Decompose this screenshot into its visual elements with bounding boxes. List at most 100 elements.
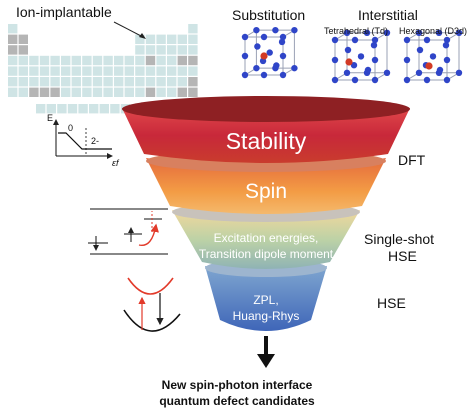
funnel-rim-stability [122,96,410,122]
crystal-atom [241,33,249,41]
periodic-cell [71,87,81,97]
periodic-cell [167,66,177,76]
periodic-cell [8,34,18,44]
periodic-cell [71,66,81,76]
crystal-atom [272,26,279,34]
periodic-cell [188,55,198,66]
crystal-atom [371,36,379,44]
periodic-cell [114,77,124,87]
periodic-cell [46,104,56,114]
substitution-label: Substitution [232,7,306,23]
periodic-cell [92,87,103,97]
periodic-cell [135,77,145,87]
periodic-cell [57,104,67,114]
periodic-cell [135,87,145,97]
crystal-atom [331,56,339,64]
periodic-cell [8,45,18,55]
periodic-cell [177,87,187,97]
periodic-cell [82,66,92,76]
crystal-atom [351,76,359,84]
crystal-atom [331,36,339,44]
crystal-atom [442,42,450,49]
plot-transition-line [58,132,112,150]
crystal-atom [266,49,273,56]
periodic-cell [18,55,28,66]
crystal-atom [357,53,365,60]
periodic-cell [167,77,177,87]
periodic-cell [188,77,198,87]
periodic-cell [167,87,177,97]
plot-x-label: εf [112,158,119,168]
periodic-cell [50,87,60,97]
funnel-stage-stability [122,108,410,163]
crystal-atom [371,76,379,84]
periodic-cell [188,87,198,97]
crystal-atom [253,64,260,72]
periodic-cell [145,55,156,66]
periodic-cell [50,55,60,66]
plot-y-label: E [47,113,54,123]
crystal-atom [343,69,351,76]
periodic-cell [39,66,50,76]
method-dft-label: DFT [398,152,426,168]
periodic-cell [8,87,18,97]
output-label-line1: New spin-photon interface [161,378,313,392]
periodic-cell [188,34,198,44]
periodic-cell [67,104,78,114]
crystal-atom [455,69,463,76]
periodic-table [8,24,198,114]
plot-charge-0-label: 0 [68,123,74,133]
crystal-atom [278,38,286,46]
periodic-cell [135,45,145,55]
hexagonal-label: Hexagonal (D3d) [399,26,468,36]
funnel-output-arrowhead [257,354,275,368]
tetrahedral-crystal [331,29,391,84]
interstitial-label: Interstitial [358,7,418,23]
periodic-cell [156,66,166,76]
periodic-cell [177,55,187,66]
method-hse-label: HSE [377,295,406,311]
crystal-atom [364,66,372,74]
periodic-cell [188,45,198,55]
periodic-cell [29,55,39,66]
crystal-atom [429,53,437,60]
crystal-atom [455,29,463,36]
stage-excitation-label-line2: Transition dipole moment [198,247,334,261]
crystal-atom [260,71,268,79]
tetrahedral-label: Tetrahedral (Td) [324,26,389,36]
crystal-atom [363,29,371,36]
ground-state-parabola [123,309,181,332]
crystal-atom [279,33,287,41]
periodic-cell [29,87,39,97]
periodic-cell [114,87,124,97]
crystal-atom [350,62,358,69]
periodic-cell [167,45,177,55]
crystal-atom [253,26,260,34]
periodic-cell [99,104,109,114]
periodic-cell [18,66,28,76]
crystal-atom [423,36,431,44]
plot-charge-2m-label: 2- [91,136,100,146]
crystal-atom [343,29,351,36]
crystal-atom [443,56,451,64]
crystal-atom [443,76,451,84]
ion-pointer-arrowhead [139,33,146,39]
periodic-cell [156,34,166,44]
periodic-cell [82,77,92,87]
substitution-crystal [241,26,298,79]
crystal-atom [423,76,431,84]
periodic-cell [61,77,71,87]
crystal-atom [415,29,423,36]
periodic-cell [61,66,71,76]
crystal-atom [403,76,411,84]
crystal-atom [273,62,280,69]
periodic-cell [39,55,50,66]
periodic-cell [103,66,113,76]
crystal-atom [351,36,359,44]
periodic-cell [61,87,71,97]
periodic-cell [188,24,198,34]
crystal-atom [371,56,379,64]
periodic-cell [135,34,145,44]
periodic-cell [156,45,166,55]
crystal-atom [435,29,443,36]
